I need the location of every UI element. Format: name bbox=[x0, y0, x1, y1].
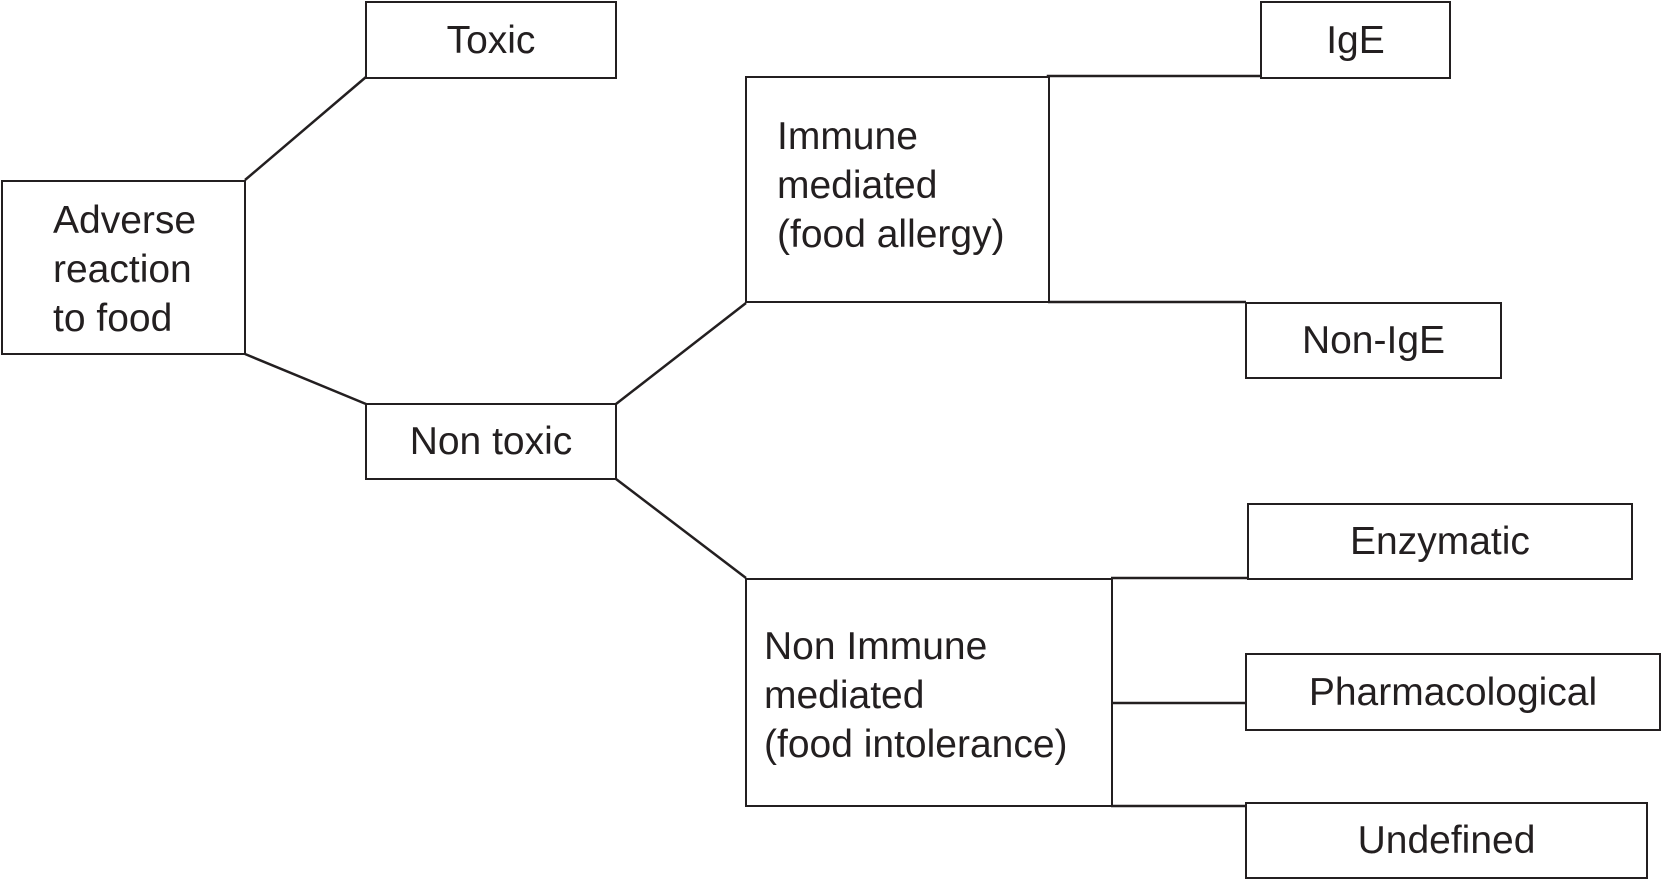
node-non-toxic-label: Non toxic bbox=[409, 420, 573, 463]
node-ige: IgE bbox=[1260, 1, 1451, 79]
node-enzymatic: Enzymatic bbox=[1247, 503, 1633, 580]
node-enzymatic-label: Enzymatic bbox=[1350, 520, 1530, 563]
link-immune-ige bbox=[1046, 74, 1261, 78]
node-nonimmune-line-3: (food intolerance) bbox=[764, 723, 1068, 766]
link-nontoxic-immune bbox=[615, 302, 747, 405]
node-non-ige-label: Non-IgE bbox=[1301, 319, 1446, 362]
node-adverse-line-1: Adverse bbox=[53, 199, 197, 242]
node-non-toxic: Non toxic bbox=[365, 403, 617, 480]
node-immune-line-3: (food allergy) bbox=[777, 213, 1005, 256]
link-adverse-toxic bbox=[244, 76, 367, 181]
node-undefined: Undefined bbox=[1245, 802, 1648, 879]
node-immune-mediated: Immune mediated (food allergy) bbox=[745, 76, 1050, 303]
link-adverse-nontoxic bbox=[244, 352, 367, 406]
node-pharmacological: Pharmacological bbox=[1245, 653, 1661, 731]
node-non-immune-mediated: Non Immune mediated (food intolerance) bbox=[745, 578, 1113, 807]
node-nonimmune-line-1: Non Immune bbox=[764, 625, 988, 668]
node-immune-line-1: Immune bbox=[777, 115, 918, 158]
node-immune-line-2: mediated bbox=[777, 164, 938, 207]
node-non-ige: Non-IgE bbox=[1245, 302, 1502, 379]
node-adverse-reaction: Adverse reaction to food bbox=[1, 180, 246, 355]
node-nonimmune-line-2: mediated bbox=[764, 674, 925, 717]
node-adverse-line-3: to food bbox=[53, 297, 173, 340]
node-ige-label: IgE bbox=[1326, 18, 1385, 62]
node-undefined-label: Undefined bbox=[1357, 819, 1536, 862]
link-nontoxic-nonimmune bbox=[615, 478, 747, 579]
node-pharmacological-label: Pharmacological bbox=[1308, 670, 1598, 714]
node-adverse-line-2: reaction bbox=[53, 248, 192, 291]
node-toxic: Toxic bbox=[365, 1, 617, 79]
node-toxic-label: Toxic bbox=[446, 18, 536, 62]
